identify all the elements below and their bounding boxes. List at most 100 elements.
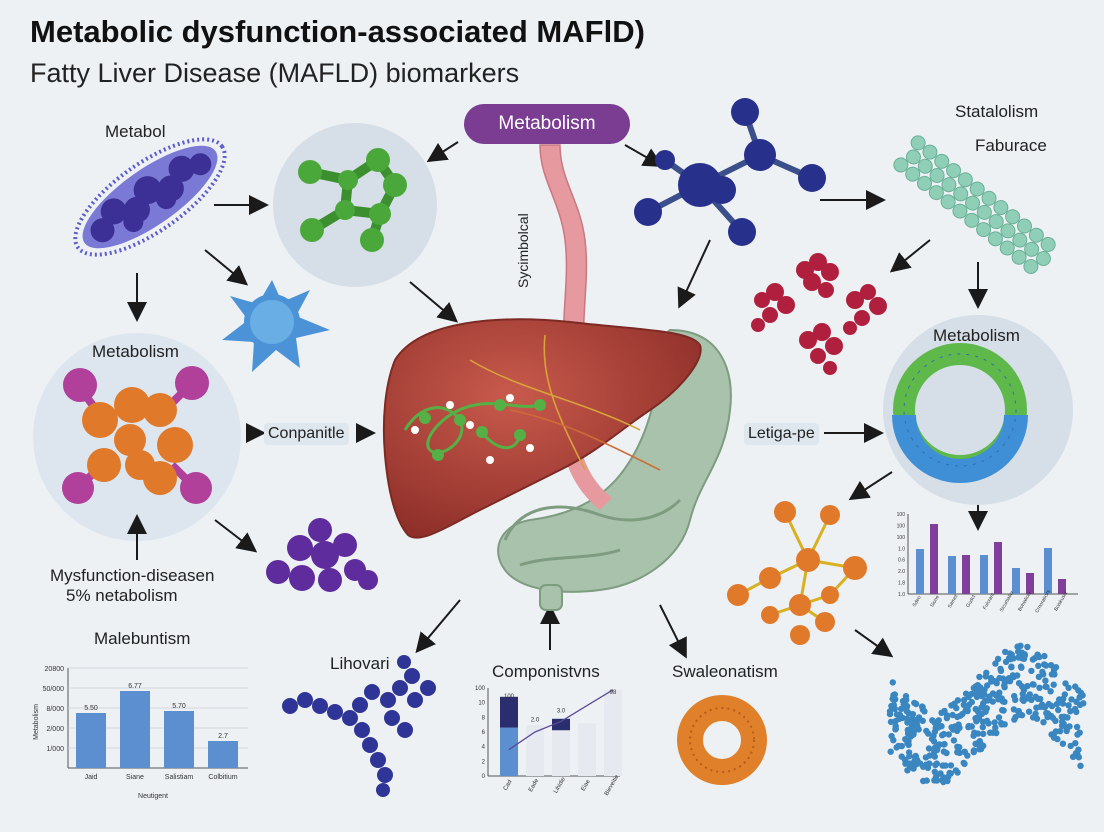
wave-dot	[978, 710, 986, 718]
data-label: 100	[504, 694, 515, 700]
wave-dot	[995, 714, 1003, 721]
wave-dot	[913, 719, 920, 727]
wave-dot	[1079, 692, 1086, 699]
wave-dot	[1008, 664, 1015, 671]
x-tick-label: Eade	[528, 777, 541, 793]
y-tick-label: 2.0	[898, 569, 905, 575]
wave-dot	[1001, 684, 1008, 691]
bar	[980, 555, 988, 594]
wave-dot	[954, 749, 961, 756]
green-molecule	[298, 148, 407, 252]
wave-dot	[983, 705, 990, 712]
wave-dot	[1002, 648, 1009, 656]
y-tick-label: 0.6	[898, 558, 905, 564]
wave-dot	[899, 697, 907, 705]
bar	[1012, 568, 1020, 594]
bar-chart-bottom-left: 1/0002/0008/00050/000208005.50Jaid6.77Si…	[33, 666, 248, 800]
y-tick-label: 4	[482, 745, 486, 751]
bar	[120, 691, 150, 768]
wave-dot	[904, 740, 911, 747]
y-tick-label: 2	[482, 759, 486, 765]
wave-dot	[1052, 728, 1060, 735]
wave-dot	[1071, 705, 1079, 713]
wave-dot	[954, 697, 962, 704]
x-tick-label: Jaid	[85, 774, 98, 781]
wave-dot	[976, 673, 983, 681]
data-label: 6.77	[128, 683, 142, 690]
wave-dot	[985, 720, 992, 727]
wave-dot	[956, 724, 963, 731]
wave-dot	[1007, 655, 1014, 663]
wave-dot	[979, 718, 987, 725]
wave-dot	[887, 748, 894, 755]
wave-dot	[1018, 712, 1026, 719]
wave-dot	[998, 721, 1005, 728]
wave-dot	[890, 737, 897, 744]
magenta-orange-molecule	[62, 366, 212, 504]
y-tick-label: 100	[897, 523, 906, 529]
wave-dot	[968, 723, 975, 730]
wave-dot	[945, 731, 952, 738]
wave-dot	[1047, 662, 1055, 669]
x-tick-label: Bieveitie	[604, 774, 621, 797]
wave-dot	[953, 704, 960, 712]
wave-dot	[986, 693, 993, 700]
green-molecule-circle	[273, 123, 437, 287]
wave-dot	[1063, 727, 1070, 735]
teal-molecular-chain	[893, 135, 1056, 275]
label-swaleonatism: Swaleonatism	[672, 662, 778, 681]
wave-dot	[961, 748, 968, 755]
wave-dot	[960, 701, 967, 708]
bar	[1026, 573, 1034, 594]
x-tick-label: Fulcrant	[982, 592, 997, 611]
wave-dot	[947, 762, 955, 769]
wave-dot	[931, 753, 938, 760]
bar-segment	[500, 696, 518, 728]
wave-dot	[1030, 681, 1037, 688]
wave-dot	[997, 665, 1004, 673]
wave-dot	[1053, 700, 1061, 708]
blue-spiky-cluster	[222, 280, 330, 372]
label-statalolism: Statalolism	[955, 102, 1039, 121]
bar	[962, 555, 970, 594]
bar	[164, 711, 194, 768]
y-axis-label: Metabolism	[33, 704, 40, 740]
title-line-1: Metabolic dysfunction-associated MAFlD)	[30, 14, 645, 49]
wave-dot	[935, 717, 942, 724]
wave-dot	[954, 769, 961, 776]
x-tick-label: Colbitium	[208, 774, 237, 781]
wave-dot	[1077, 762, 1084, 769]
label-mysfunction-line1: Mysfunction-diseasen	[50, 566, 215, 585]
bar-segment	[500, 727, 518, 776]
wave-dot	[999, 706, 1006, 714]
wave-dot	[891, 705, 898, 712]
wave-dot	[1006, 678, 1014, 685]
y-tick-label: 100	[897, 535, 906, 541]
crimson-clusters	[751, 253, 887, 375]
wave-dot	[1015, 648, 1022, 655]
x-tick-label: Crnoraticirs	[1034, 589, 1052, 615]
wave-dot	[973, 718, 980, 725]
wave-dot	[1036, 684, 1043, 691]
wave-dot	[960, 696, 968, 704]
wave-dot	[968, 698, 975, 706]
wave-dot	[970, 684, 977, 692]
bar-segment	[552, 718, 570, 731]
wave-dot	[980, 730, 987, 738]
wave-dot	[1042, 683, 1049, 690]
wave-dot	[992, 660, 999, 667]
wave-dot	[970, 748, 977, 756]
x-tick-label: Cad	[503, 779, 514, 792]
wave-dot	[1059, 700, 1067, 707]
wave-dot	[930, 732, 937, 739]
label-faburace: Faburace	[975, 136, 1047, 155]
y-tick-label: 8	[482, 715, 486, 721]
wave-dot	[976, 690, 983, 697]
bar-segment	[552, 730, 570, 776]
liver-surface-molecule	[403, 394, 546, 464]
wave-dot	[982, 673, 989, 680]
y-tick-label: 1.8	[898, 581, 905, 587]
bar	[930, 524, 938, 594]
